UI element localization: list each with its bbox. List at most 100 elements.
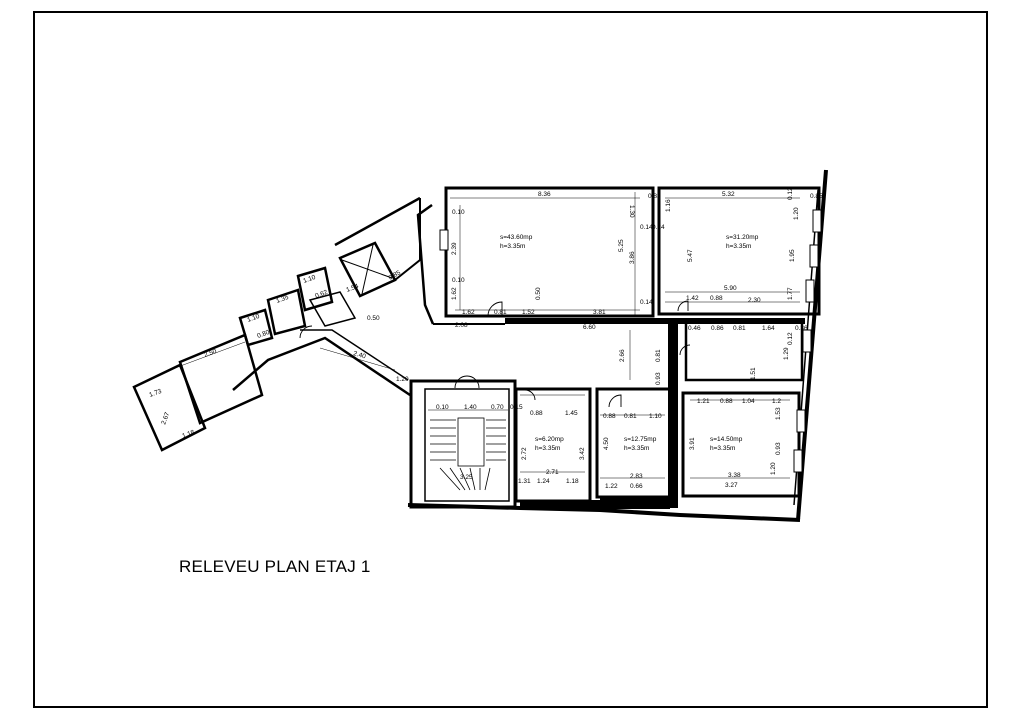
dimension-label: 1.42	[686, 295, 699, 302]
dimension-label: 0.80	[256, 329, 271, 340]
dimension-label: 0.81	[655, 349, 662, 362]
dimension-label: 0.88	[603, 413, 616, 420]
dimension-label: 1.04	[742, 398, 755, 405]
dimension-label: 0.88	[530, 410, 543, 417]
dimension-label: 0.70	[491, 404, 504, 411]
dimension-label: 1.95	[789, 249, 796, 262]
dimension-label: 1.31	[518, 478, 531, 485]
dimension-label: 2.39	[451, 242, 458, 255]
windows	[439, 209, 822, 473]
dimension-label: 2.83	[630, 473, 643, 480]
dimension-label: 0.81	[733, 325, 746, 332]
dimension-label: 0.50	[367, 315, 380, 322]
dimension-label: 0.12	[787, 187, 794, 200]
dimension-label: 1.20	[396, 376, 409, 383]
dimension-label: 0.83	[648, 193, 661, 200]
dimension-label: 1.18	[566, 478, 579, 485]
dimension-label: 1.35	[275, 294, 290, 305]
dimension-label: 1.22	[605, 483, 618, 490]
room-height-label: h=3.35m	[535, 445, 560, 452]
dimension-label: 1.21	[697, 398, 710, 405]
dimension-label: 0.10	[452, 209, 465, 216]
dimension-label: 2.40	[352, 350, 366, 360]
room-area-label: s=43.60mp	[500, 234, 533, 241]
dimension-label: 1.10	[246, 313, 261, 324]
dimension-label: 1.62	[462, 309, 475, 316]
dimension-label: 3.25	[460, 474, 473, 481]
dimension-label: 1.73	[148, 388, 163, 399]
doors	[299, 300, 691, 408]
dimension-label: 0.88	[710, 295, 723, 302]
dimension-label: 3.81	[593, 309, 606, 316]
dimension-label: 2.66	[619, 349, 626, 362]
dimension-label: 0.81	[624, 413, 637, 420]
dimension-label: 1.45	[565, 410, 578, 417]
dimension-label: 1.30	[628, 205, 635, 218]
dimension-label: 0.62	[314, 289, 329, 300]
room-height-label: h=3.35m	[726, 243, 751, 250]
dimension-label: 0.93	[655, 372, 662, 385]
dimension-label: 0.12	[787, 332, 794, 345]
dimension-label: 3.42	[579, 447, 586, 460]
room-height-label: h=3.35m	[500, 243, 525, 250]
dimension-label: 0.15	[510, 404, 523, 411]
dimension-label: 2.67	[160, 411, 171, 426]
dimension-label: 5.47	[687, 249, 694, 262]
dimension-label: 0.85	[810, 193, 823, 200]
dimension-label: 1.24	[537, 478, 550, 485]
page-title: RELEVEU PLAN ETAJ 1	[179, 557, 371, 576]
dimension-label: 1.53	[775, 407, 782, 420]
dimension-label: 8.36	[538, 191, 551, 198]
dimension-label: 1.16	[665, 199, 672, 212]
dimension-label: 4.50	[603, 437, 610, 450]
dimension-label: 2.50	[203, 348, 218, 359]
dimension-label: 0.88	[720, 398, 733, 405]
dimension-label: 5.90	[724, 285, 737, 292]
dimension-label: 0.36	[795, 325, 808, 332]
dimension-label: 1.10	[649, 413, 662, 420]
dimension-label: 1.77	[787, 287, 794, 300]
dimension-label: 0.24	[652, 224, 665, 231]
dimension-label: 1.20	[770, 462, 777, 475]
dimension-label: 1.51	[750, 367, 757, 380]
dimension-label: 1.29	[783, 347, 790, 360]
room-area-label: s=6.20mp	[535, 436, 564, 443]
dimension-label: 3.91	[689, 437, 696, 450]
dimension-label: 3.38	[728, 472, 741, 479]
room-area-label: s=12.75mp	[624, 436, 657, 443]
dimension-label: 1.18	[181, 429, 196, 440]
dimension-label: 1.20	[793, 207, 800, 220]
dimension-label: 2.71	[546, 469, 559, 476]
dimension-label: 1.62	[451, 287, 458, 300]
dimension-label: 0.14	[640, 224, 653, 231]
room-area-label: s=14.50mp	[710, 436, 743, 443]
dimension-label: 0.10	[436, 404, 449, 411]
dimension-label: 2.72	[521, 447, 528, 460]
dimension-label: 1.54	[345, 283, 360, 294]
room-area-label: s=31.20mp	[726, 234, 759, 241]
room-labels: s=43.60mp h=3.35m s=31.20mp h=3.35m s=6.…	[500, 234, 759, 452]
dimension-label: 1.64	[762, 325, 775, 332]
dimension-label: 0.66	[630, 483, 643, 490]
room-height-label: h=3.35m	[710, 445, 735, 452]
dimension-texts: 8.36 1.30 0.83 5.32 0.12 0.85 0.10 2.39 …	[148, 187, 823, 490]
dimension-label: 6.60	[583, 324, 596, 331]
room-height-label: h=3.35m	[624, 445, 649, 452]
dimension-label: 1.52	[522, 309, 535, 316]
dimension-lines	[174, 192, 800, 479]
dimension-label: 1.40	[464, 404, 477, 411]
staircase	[430, 417, 506, 491]
dimension-label: 5.25	[618, 239, 625, 252]
dimension-label: 0.50	[535, 287, 542, 300]
dimension-label: 0.10	[452, 277, 465, 284]
dimension-label: 0.86	[711, 325, 724, 332]
dimension-label: 0.46	[688, 325, 701, 332]
dimension-label: 1.2	[772, 398, 781, 405]
dimension-label: 3.27	[725, 482, 738, 489]
dimension-label: 0.93	[775, 442, 782, 455]
drawing-frame	[33, 11, 988, 708]
dimension-label: 2.08	[455, 322, 468, 329]
walls	[132, 169, 828, 522]
dimension-label: 1.10	[302, 274, 317, 285]
